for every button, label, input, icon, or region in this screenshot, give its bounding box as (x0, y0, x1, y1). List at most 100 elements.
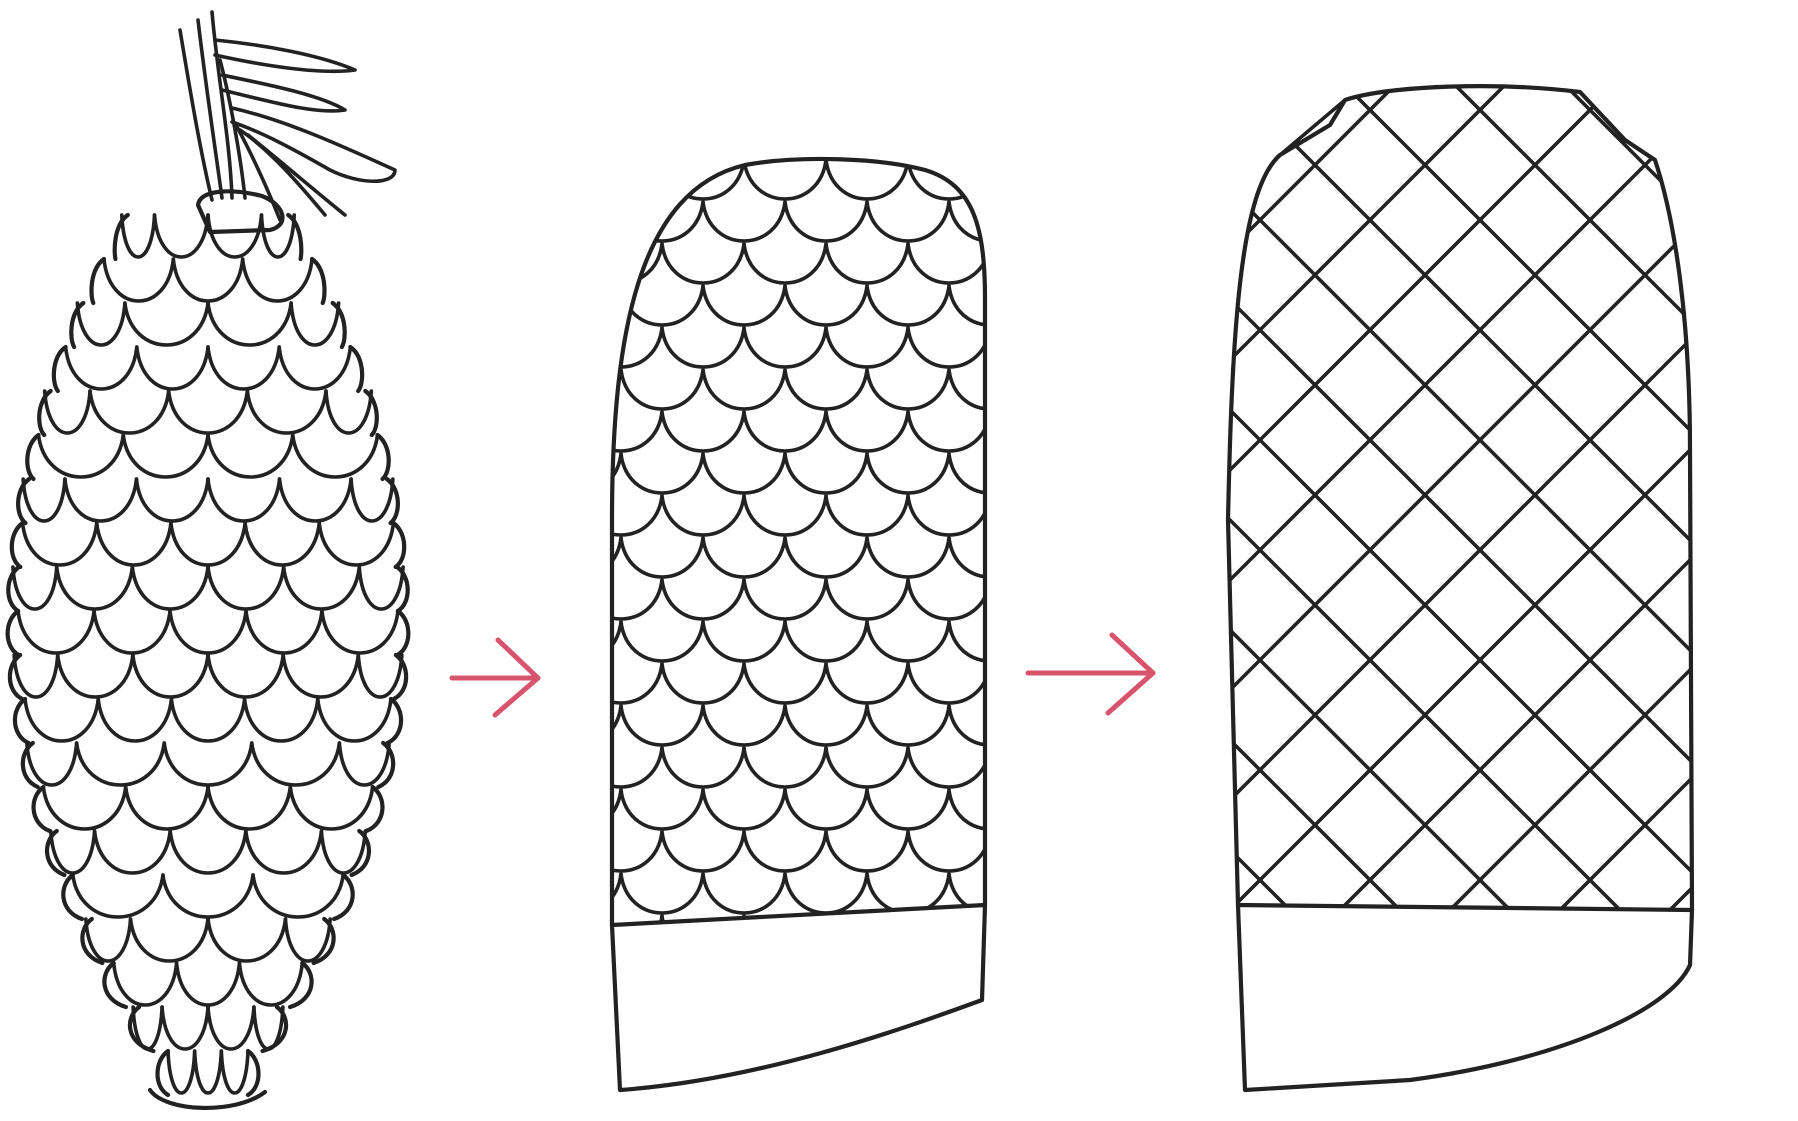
scale (498, 664, 580, 703)
scale (662, 328, 744, 367)
scale (703, 370, 785, 409)
mitten-cuff (612, 905, 985, 1090)
cone-edge (8, 611, 19, 655)
scale (908, 580, 990, 619)
lattice-line (1040, 0, 1798, 1100)
scale (621, 538, 703, 577)
pine-needles (180, 12, 395, 220)
scale (908, 664, 990, 703)
scale (580, 496, 662, 535)
lattice-line (820, 0, 1798, 1100)
scale (826, 412, 908, 451)
scale (949, 706, 1031, 745)
scale (662, 832, 744, 871)
lattice-line (1260, 0, 1798, 1100)
lattice-line (270, 0, 1370, 1100)
lattice-line (1260, 0, 1798, 1100)
lattice-line (160, 0, 1260, 1100)
cone-scale (253, 875, 343, 917)
scale (1031, 202, 1113, 241)
scale (1072, 496, 1154, 535)
lattice-line (0, 0, 1040, 1100)
scale (498, 916, 580, 955)
scale (785, 706, 867, 745)
scale (908, 832, 990, 871)
scale (990, 664, 1072, 703)
scale (1031, 706, 1113, 745)
lattice-line (490, 0, 1590, 1100)
scale (703, 202, 785, 241)
cone-scale (170, 831, 246, 873)
scale (580, 412, 662, 451)
scale (867, 454, 949, 493)
scale (744, 160, 826, 199)
cone-scale (290, 787, 372, 829)
cone-scale (58, 655, 133, 697)
lattice-line (930, 0, 1798, 1100)
scale (498, 412, 580, 451)
scale (785, 790, 867, 829)
cone-edge (54, 347, 66, 391)
scale-pattern (498, 160, 1154, 997)
cone-edge (263, 1007, 287, 1051)
cone-scale (221, 1051, 248, 1093)
mitten-outline (612, 159, 985, 925)
cone-scale (57, 567, 133, 609)
scale (498, 748, 580, 787)
scale (785, 874, 867, 913)
scale (703, 286, 785, 325)
cone-scale (27, 743, 77, 785)
scale (1072, 412, 1154, 451)
scale (867, 706, 949, 745)
scale (990, 496, 1072, 535)
scale (621, 874, 703, 913)
cone-scale (208, 215, 261, 257)
scale-pattern-mitten-icon (498, 159, 1154, 1090)
lattice-line (0, 0, 50, 1100)
cone-scale (25, 699, 98, 741)
cone-scale (261, 215, 294, 257)
cone-scale (77, 743, 165, 785)
cone-scale (66, 347, 137, 389)
cone-scale (208, 787, 290, 829)
cone-scale (208, 567, 284, 609)
cone-scale (23, 523, 97, 565)
scale (785, 958, 867, 997)
scale (621, 622, 703, 661)
scale (990, 244, 1072, 283)
cone-scale (168, 1051, 195, 1093)
lattice-line (0, 0, 1040, 1100)
scale (539, 370, 621, 409)
scale (744, 832, 826, 871)
lattice-line (0, 0, 930, 1100)
scale (744, 748, 826, 787)
cone-scale (104, 259, 173, 301)
cone-scale (94, 611, 170, 653)
scale (908, 412, 990, 451)
scale (744, 328, 826, 367)
cone-scale (95, 831, 171, 873)
lattice-line (1590, 0, 1798, 1100)
scale (703, 958, 785, 997)
scale (621, 958, 703, 997)
cone-scale (43, 787, 125, 829)
cone-scale (155, 215, 208, 257)
cone-edge (350, 347, 362, 391)
cone-scale (339, 743, 389, 785)
lattice-line (1700, 0, 1798, 1100)
lattice-line (0, 0, 490, 1100)
cone-scale (326, 391, 371, 433)
scale (990, 412, 1072, 451)
cone-scale (73, 875, 163, 917)
lattice-line (0, 0, 600, 1100)
scale (744, 244, 826, 283)
scale (1072, 328, 1154, 367)
scale (826, 580, 908, 619)
scale (990, 160, 1072, 199)
cone-scale (170, 611, 246, 653)
scale (621, 706, 703, 745)
scale (1031, 286, 1113, 325)
scale (949, 370, 1031, 409)
lattice-line (1370, 0, 1798, 1100)
cone-edge (393, 523, 404, 567)
